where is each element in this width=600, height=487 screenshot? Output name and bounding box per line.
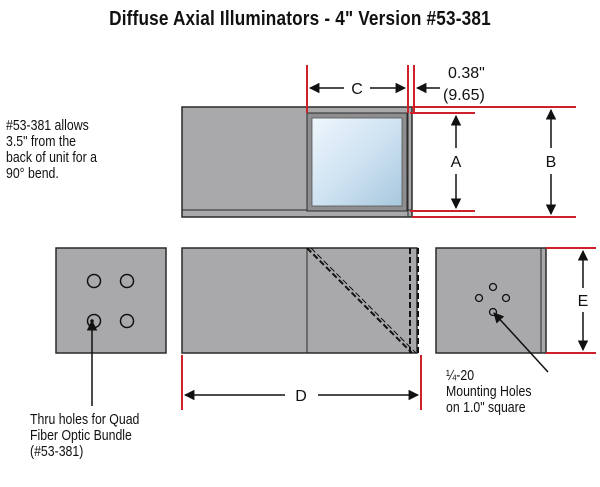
dim-offset-in: 0.38" <box>448 65 485 82</box>
fiber-hole <box>119 313 135 329</box>
dim-d-label: D <box>295 388 307 405</box>
dim-a-label: A <box>451 154 462 171</box>
bend-note: #53-381 allows 3.5" from the back of uni… <box>6 117 97 182</box>
mounting-hole <box>488 307 498 317</box>
beam-splitter <box>310 247 417 354</box>
right-end-body <box>435 247 547 354</box>
dimension-e: E <box>546 247 596 354</box>
dimension-a: A <box>410 112 475 212</box>
side-view-body <box>181 247 418 354</box>
dim-offset-mm: (9.65) <box>443 87 485 104</box>
dimension-offset: 0.38" (9.65) <box>413 65 485 113</box>
dimension-d: D <box>181 355 422 410</box>
dimension-b: B <box>412 106 576 218</box>
mounting-holes-note: ¼-20 Mounting Holes on 1.0" square <box>446 367 532 416</box>
glass-pane <box>311 117 403 207</box>
diagram-title: Diffuse Axial Illuminators - 4" Version … <box>109 8 491 30</box>
left-end-view <box>55 247 167 406</box>
right-end-view <box>435 247 549 373</box>
dim-c-label: C <box>351 81 363 98</box>
dim-b-label: B <box>546 154 557 171</box>
mounting-holes-leader <box>493 312 549 373</box>
thru-holes-note: Thru holes for Quad Fiber Optic Bundle (… <box>30 411 140 460</box>
fiber-hole <box>86 273 102 289</box>
fiber-hole <box>119 273 135 289</box>
mounting-hole <box>474 293 484 303</box>
dim-e-label: E <box>578 293 589 310</box>
dimension-c: C <box>306 65 409 113</box>
mounting-hole <box>501 293 511 303</box>
side-view <box>181 247 419 354</box>
top-view <box>181 106 413 218</box>
beam-splitter <box>306 247 413 354</box>
mounting-hole <box>488 282 498 292</box>
left-end-body <box>55 247 167 354</box>
